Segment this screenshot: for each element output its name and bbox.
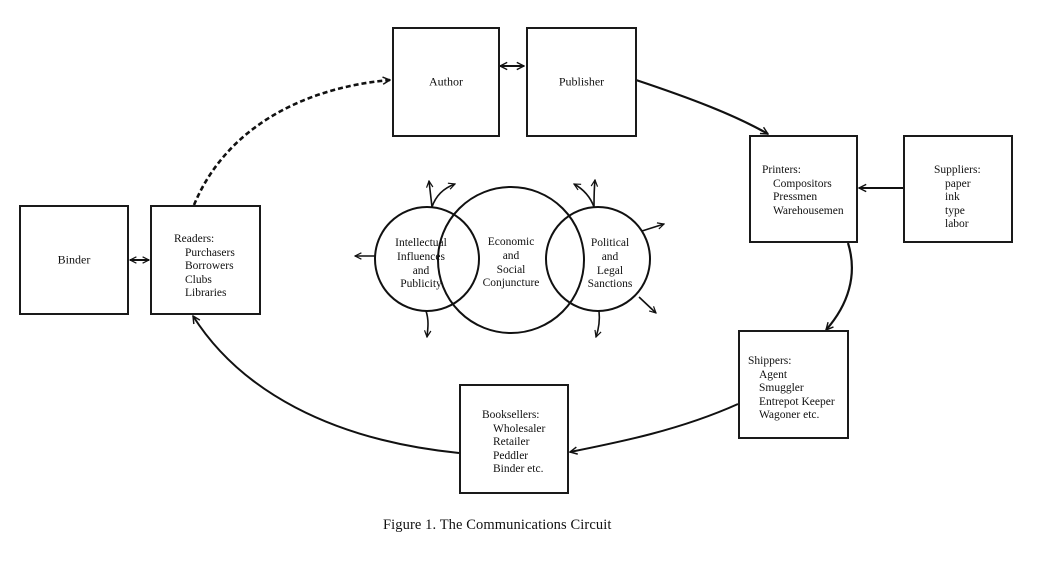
circle-label-line: Economic [487,236,535,248]
readers-item: Purchasers [185,246,235,259]
circle-label-line: Sanctions [587,278,633,291]
arrow-readers-author [192,80,390,206]
binder-label: Binder [57,252,91,267]
shippers-title: Shippers: [748,355,792,367]
printers-box: Printers: Compositors Pressmen Warehouse… [749,135,858,243]
shippers-item: Wagoner etc. [759,409,820,422]
circle-label-line: Publicity [400,278,442,291]
booksellers-item: Retailer [493,436,530,449]
arrow-shippers-booksellers [570,403,739,452]
intellectual-influences-label: Intellectual Influences and Publicity [380,237,462,292]
shippers-item: Smuggler [759,382,804,395]
suppliers-title: Suppliers: [934,164,981,176]
circle-label-line: Legal [596,264,624,277]
suppliers-item: paper [945,177,971,190]
influence-arrow [431,184,455,208]
binder-box: Binder [19,205,129,315]
printers-title: Printers: [762,164,801,176]
circle-label-line: Intellectual [395,237,447,249]
arrow-booksellers-readers [193,316,460,454]
booksellers-item: Peddler [493,449,529,462]
shippers-item: Agent [759,368,788,381]
shippers-item: Entrepot Keeper [759,395,835,408]
readers-item: Borrowers [185,260,234,273]
author-label: Author [429,74,463,89]
circle-label-line: and [601,250,619,263]
circle-label-line: and [412,264,430,277]
circle-label-line: Political [590,237,630,249]
author-box: Author [392,27,500,137]
circle-economic-social [437,186,585,334]
publisher-box: Publisher [526,27,637,137]
economic-social-label: Economic and Social Conjuncture [470,236,552,291]
influence-arrow [426,310,428,337]
suppliers-item: labor [945,218,969,231]
sanction-arrow [596,310,599,337]
arrow-publisher-printers [635,78,768,135]
circle-intellectual-influences [374,206,480,312]
printers-item: Compositors [773,177,832,190]
circle-political-legal [545,206,651,312]
booksellers-box: Booksellers: Wholesaler Retailer Peddler… [459,384,569,494]
printers-item: Warehousemen [773,204,844,217]
booksellers-title: Booksellers: [482,409,540,421]
political-legal-label: Political and Legal Sanctions [574,237,646,292]
readers-item: Libraries [185,287,227,300]
publisher-label: Publisher [558,74,605,89]
figure-caption: Figure 1. The Communications Circuit [383,517,612,533]
circle-label-line: Influences [397,250,445,263]
booksellers-item: Binder etc. [493,463,544,476]
circle-label-line: and [502,249,520,262]
influence-arrow [429,181,432,208]
readers-title: Readers: [174,233,215,245]
sanction-arrow [574,183,595,208]
suppliers-box: Suppliers: paper ink type labor [903,135,1013,243]
arrow-printers-shippers [826,242,853,330]
sanction-arrow [641,224,664,232]
shippers-box: Shippers: Agent Smuggler Entrepot Keeper… [738,330,849,439]
suppliers-item: type [945,204,965,217]
circle-label-line: Conjuncture [482,277,540,290]
circle-label-line: Social [496,263,526,276]
printers-item: Pressmen [773,191,818,204]
suppliers-item: ink [945,191,960,204]
sanction-arrow [594,180,595,208]
readers-box: Readers: Purchasers Borrowers Clubs Libr… [150,205,261,315]
readers-item: Clubs [185,273,212,286]
booksellers-item: Wholesaler [493,422,546,435]
sanction-arrow [638,296,656,313]
